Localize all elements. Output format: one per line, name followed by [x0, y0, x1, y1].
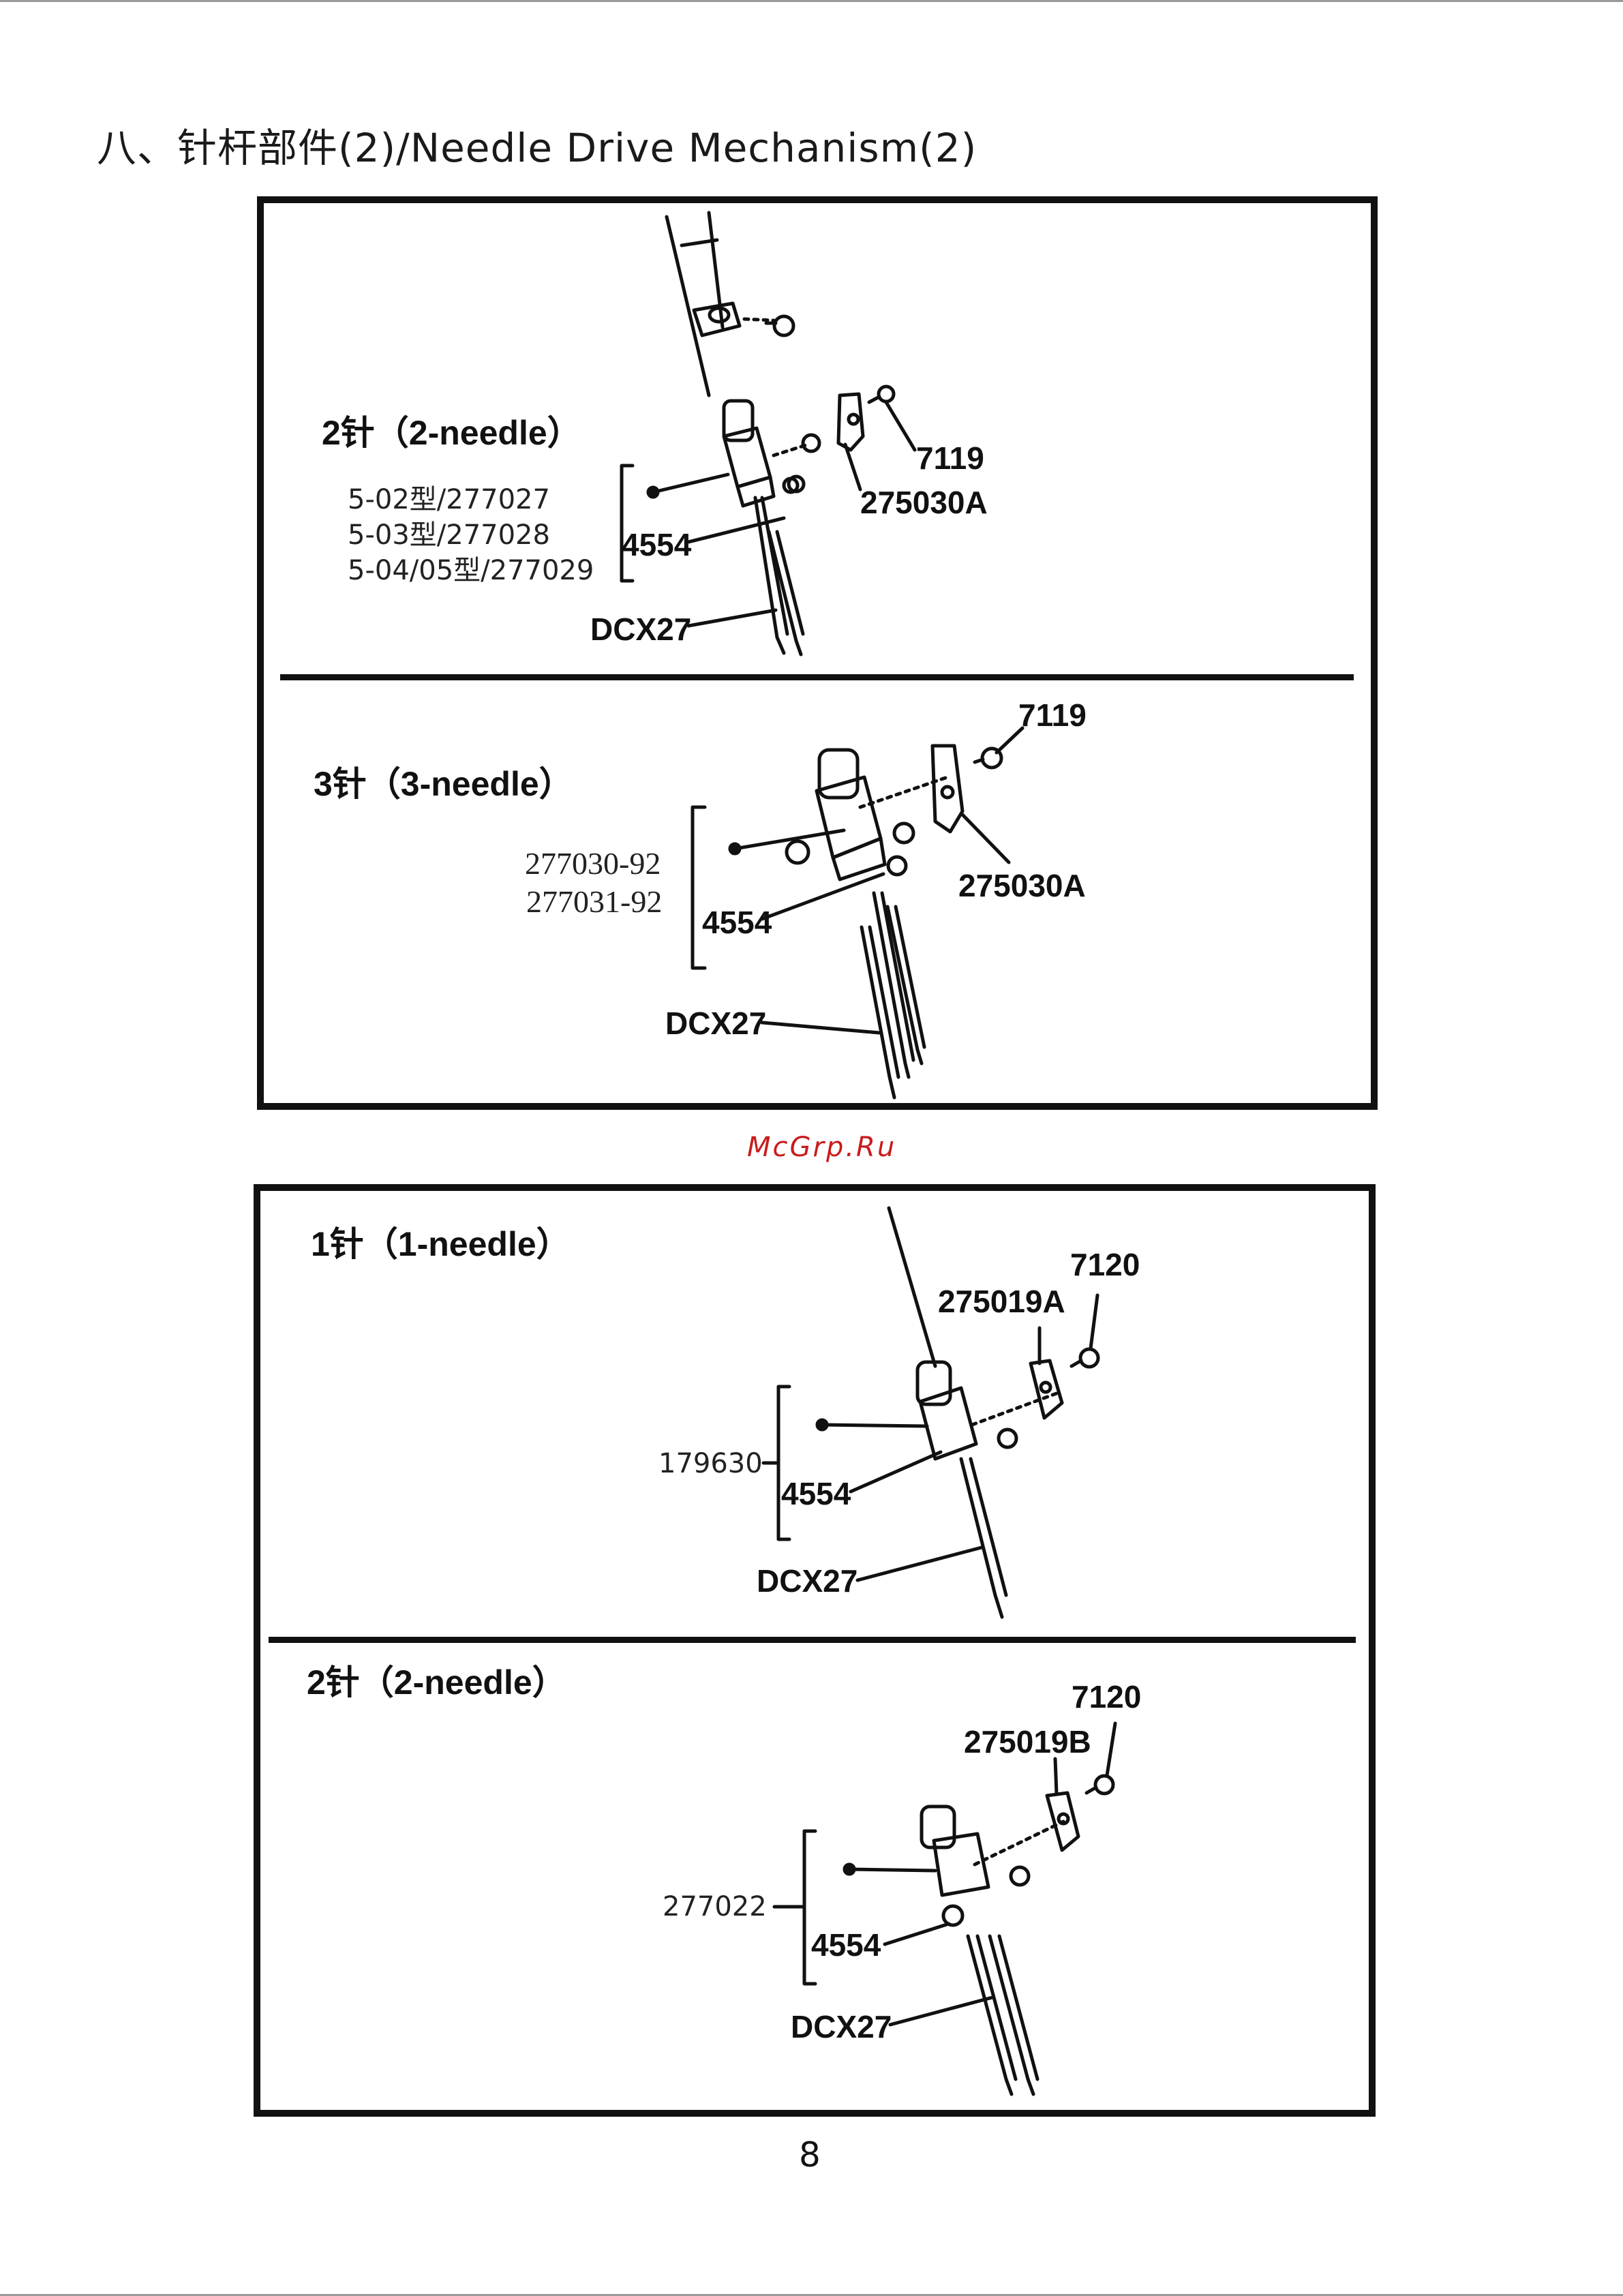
part-number-guide: 275030A [860, 484, 988, 521]
guide-screw-c [1072, 1349, 1098, 1367]
guide-screw-a [869, 387, 894, 402]
section-label-2needle-upper: 2针（2-needle） [322, 406, 581, 455]
part-number-set-screw: 4554 [622, 526, 691, 563]
part-number-needle: DCX27 [590, 611, 691, 648]
set-screw-c1 [999, 1430, 1016, 1447]
model-number: 5-02型/277027 [348, 477, 550, 517]
part-number-needle: DCX27 [665, 1005, 766, 1042]
needle-clamp-body-1needle [917, 1362, 976, 1459]
part-number-set-screw: 4554 [781, 1475, 851, 1512]
part-number-guide: 275019B [964, 1723, 1091, 1760]
set-screw-a1 [803, 435, 819, 451]
part-number-needle: DCX27 [757, 1562, 858, 1599]
watermark: McGrp.Ru [747, 1132, 896, 1163]
model-number: 277031-92 [526, 883, 662, 920]
section-label-3needle: 3针（3-needle） [314, 757, 573, 806]
needle-bar-2needle-a [667, 213, 723, 395]
needle-clamp-body-3needle [817, 750, 885, 879]
needle-clamp-body-2needle-a [724, 401, 798, 506]
part-number-guide: 275030A [958, 867, 1086, 904]
part-number-needle: DCX27 [791, 2008, 892, 2045]
model-number: 179630 [658, 1448, 763, 1479]
part-number-set-screw: 4554 [811, 1927, 881, 1963]
set-screw-b2 [894, 824, 913, 843]
part-number-screw: 7119 [1018, 697, 1087, 734]
guide-screw-d [1087, 1776, 1113, 1794]
section-label-1needle: 1针（1-needle） [311, 1217, 571, 1266]
part-number-screw: 7119 [916, 440, 984, 477]
part-number-screw: 7120 [1072, 1678, 1141, 1715]
thread-guide-c [1031, 1361, 1062, 1418]
thread-guide-b [932, 746, 962, 832]
triple-needles [862, 893, 924, 1098]
set-screw-d1 [1011, 1867, 1029, 1885]
model-number: 277030-92 [525, 845, 661, 881]
twin-needles-d [968, 1936, 1037, 2094]
part-number-set-screw: 4554 [702, 904, 772, 941]
page-number: 8 [799, 2135, 821, 2175]
collar-screw-a [766, 316, 793, 335]
model-number: 5-04/05型/277029 [348, 548, 594, 588]
needle-bar-1needle [889, 1208, 935, 1366]
part-number-guide: 275019A [938, 1283, 1065, 1320]
set-screw-d2 [943, 1906, 962, 1925]
set-screw-b1 [787, 841, 808, 863]
thread-guide-a [838, 394, 863, 450]
needle-clamp-body-2needle-b [922, 1807, 988, 1895]
twin-needles-a [755, 498, 803, 654]
needle-clamp-collar-a [694, 303, 740, 335]
single-needle [961, 1459, 1006, 1617]
section-label-2needle-lower: 2针（2-needle） [307, 1655, 566, 1704]
model-number: 5-03型/277028 [348, 513, 550, 552]
part-number-screw: 7120 [1070, 1246, 1140, 1283]
model-number: 277022 [663, 1891, 767, 1922]
set-screw-b3 [888, 857, 906, 875]
